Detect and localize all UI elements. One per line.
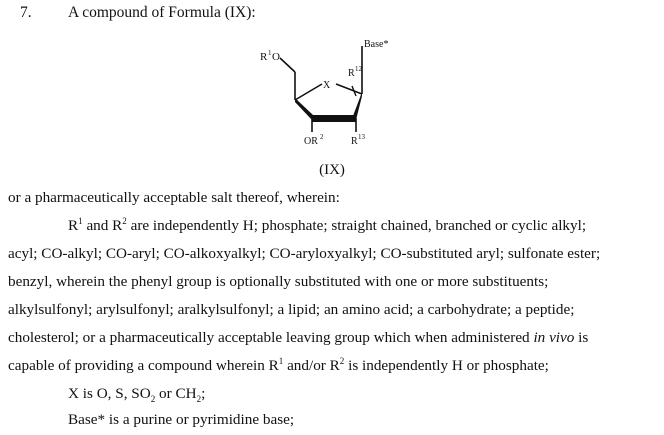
text-line-5: alkylsulfonyl; arylsulfonyl; aralkylsulf…: [8, 301, 575, 318]
r1-oxygen-label: O: [272, 51, 280, 63]
base-label: Base*: [364, 39, 388, 50]
text-line-8: X is O, S, SO2 or CH2;: [68, 385, 206, 405]
text-line-2: R1 and R2 are independently H; phosphate…: [68, 215, 587, 234]
or2-superscript: 2: [320, 133, 324, 141]
r1-superscript: 1: [268, 49, 272, 57]
text-line-9: Base* is a purine or pyrimidine base;: [68, 411, 295, 428]
text-line-4: benzyl, wherein the phenyl group is opti…: [8, 273, 549, 290]
r13-label: R: [351, 136, 358, 147]
r13-superscript: 13: [358, 133, 366, 141]
text-line-6: cholesterol; or a pharmaceutically accep…: [8, 329, 589, 346]
structure-drawing: R 1 O X Base* R 12 OR 2 R 13: [260, 39, 388, 147]
r12-label: R: [348, 68, 355, 79]
ring-x-label: X: [323, 80, 331, 91]
chemical-structure: R 1 O X Base* R 12 OR 2 R 13: [240, 36, 400, 176]
text-line-1: or a pharmaceutically acceptable salt th…: [8, 189, 340, 206]
claim-number: 7.: [20, 4, 32, 21]
claim-title: A compound of Formula (IX):: [68, 4, 256, 21]
or2-label: OR: [304, 136, 318, 147]
text-line-3: acyl; CO-alkyl; CO-aryl; CO-alkoxyalkyl;…: [8, 245, 601, 262]
r1-label: R: [260, 51, 268, 63]
formula-label: (IX): [319, 162, 345, 178]
text-line-7: capable of providing a compound wherein …: [8, 355, 549, 374]
r12-superscript: 12: [355, 65, 363, 73]
